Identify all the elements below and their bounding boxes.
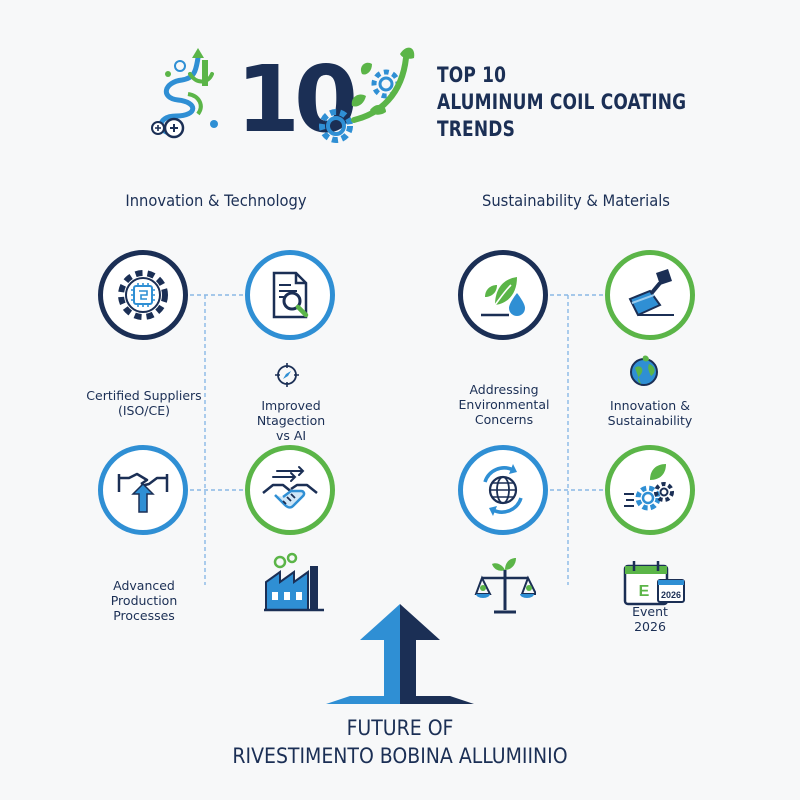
event-label: Event 2026 bbox=[590, 604, 710, 634]
improved-line-2: Ntagection bbox=[256, 413, 326, 428]
addressing-line-1: Addressing bbox=[469, 382, 539, 397]
addressing-label: Addressing Environmental Concerns bbox=[434, 382, 574, 427]
globe-recycle-circle bbox=[458, 445, 548, 535]
advanced-line-3: Processes bbox=[113, 608, 175, 623]
chip-gear-circle bbox=[98, 250, 188, 340]
advanced-line-1: Advanced bbox=[113, 578, 175, 593]
title-line-2: ALUMINUM COIL COATING bbox=[437, 90, 687, 114]
addressing-line-2: Environmental bbox=[458, 397, 550, 412]
leaf-drop-icon bbox=[481, 277, 525, 317]
calendar-letter: E bbox=[639, 583, 650, 600]
title-line-3: TRENDS bbox=[437, 117, 515, 141]
handshake-arrow-icon bbox=[117, 472, 169, 513]
certified-suppliers-label: Certified Suppliers (ISO/CE) bbox=[74, 388, 214, 418]
calendar-icon: E 2026 bbox=[623, 561, 685, 606]
up-arrow-icon bbox=[326, 604, 474, 704]
chip-gear-icon bbox=[118, 270, 168, 320]
document-search-circle bbox=[245, 250, 335, 340]
left-section-title: Innovation & Technology bbox=[125, 191, 307, 210]
certified-line-2: (ISO/CE) bbox=[117, 403, 171, 418]
leaf-drop-circle bbox=[458, 250, 548, 340]
innovation-sustainability-label: Innovation & Sustainability bbox=[582, 398, 718, 428]
growth-arrow-icon bbox=[151, 48, 218, 139]
certified-line-1: Certified Suppliers bbox=[86, 388, 202, 403]
factory-icon bbox=[264, 552, 324, 612]
title-number: 10 bbox=[236, 46, 358, 153]
improved-line-1: Improved bbox=[261, 398, 321, 413]
gear-cluster-icon bbox=[319, 47, 415, 143]
innovation-line-2: Sustainability bbox=[607, 413, 693, 428]
improved-label: Improved Ntagection vs AI bbox=[226, 398, 356, 443]
compass-icon bbox=[275, 363, 299, 387]
header: 10 TOP 10 ALUMINUM COIL COATING TRENDS bbox=[0, 0, 800, 160]
handshake-circle bbox=[245, 445, 335, 535]
balance-scale-icon bbox=[474, 558, 536, 614]
footer-line-2: RIVESTIMENTO BOBINA ALLUMIINIO bbox=[232, 744, 568, 768]
main-title: TOP 10 ALUMINUM COIL COATING TRENDS bbox=[437, 62, 686, 143]
event-line-2: 2026 bbox=[634, 619, 666, 634]
gear-leaf-icon bbox=[624, 464, 674, 511]
globe-leaf-icon bbox=[630, 355, 658, 386]
globe-recycle-icon bbox=[483, 464, 523, 516]
innovation-line-1: Innovation & bbox=[610, 398, 690, 413]
improved-line-3: vs AI bbox=[275, 428, 307, 443]
event-line-1: Event bbox=[632, 604, 668, 619]
handshake-arrow-circle bbox=[98, 445, 188, 535]
footer-line-1: FUTURE OF bbox=[346, 716, 454, 740]
document-search-icon bbox=[272, 271, 309, 319]
gear-leaf-circle bbox=[605, 445, 695, 535]
right-section-title: Sustainability & Materials bbox=[482, 191, 670, 210]
footer: FUTURE OF RIVESTIMENTO BOBINA ALLUMIINIO bbox=[0, 714, 800, 770]
advanced-line-2: Production bbox=[110, 593, 178, 608]
handshake-icon bbox=[262, 466, 318, 509]
paint-scraper-circle bbox=[605, 250, 695, 340]
calendar-year: 2026 bbox=[661, 590, 681, 600]
title-line-1: TOP 10 bbox=[437, 63, 507, 87]
advanced-production-label: Advanced Production Processes bbox=[74, 578, 214, 623]
addressing-line-3: Concerns bbox=[474, 412, 534, 427]
paint-scraper-icon bbox=[628, 269, 674, 317]
